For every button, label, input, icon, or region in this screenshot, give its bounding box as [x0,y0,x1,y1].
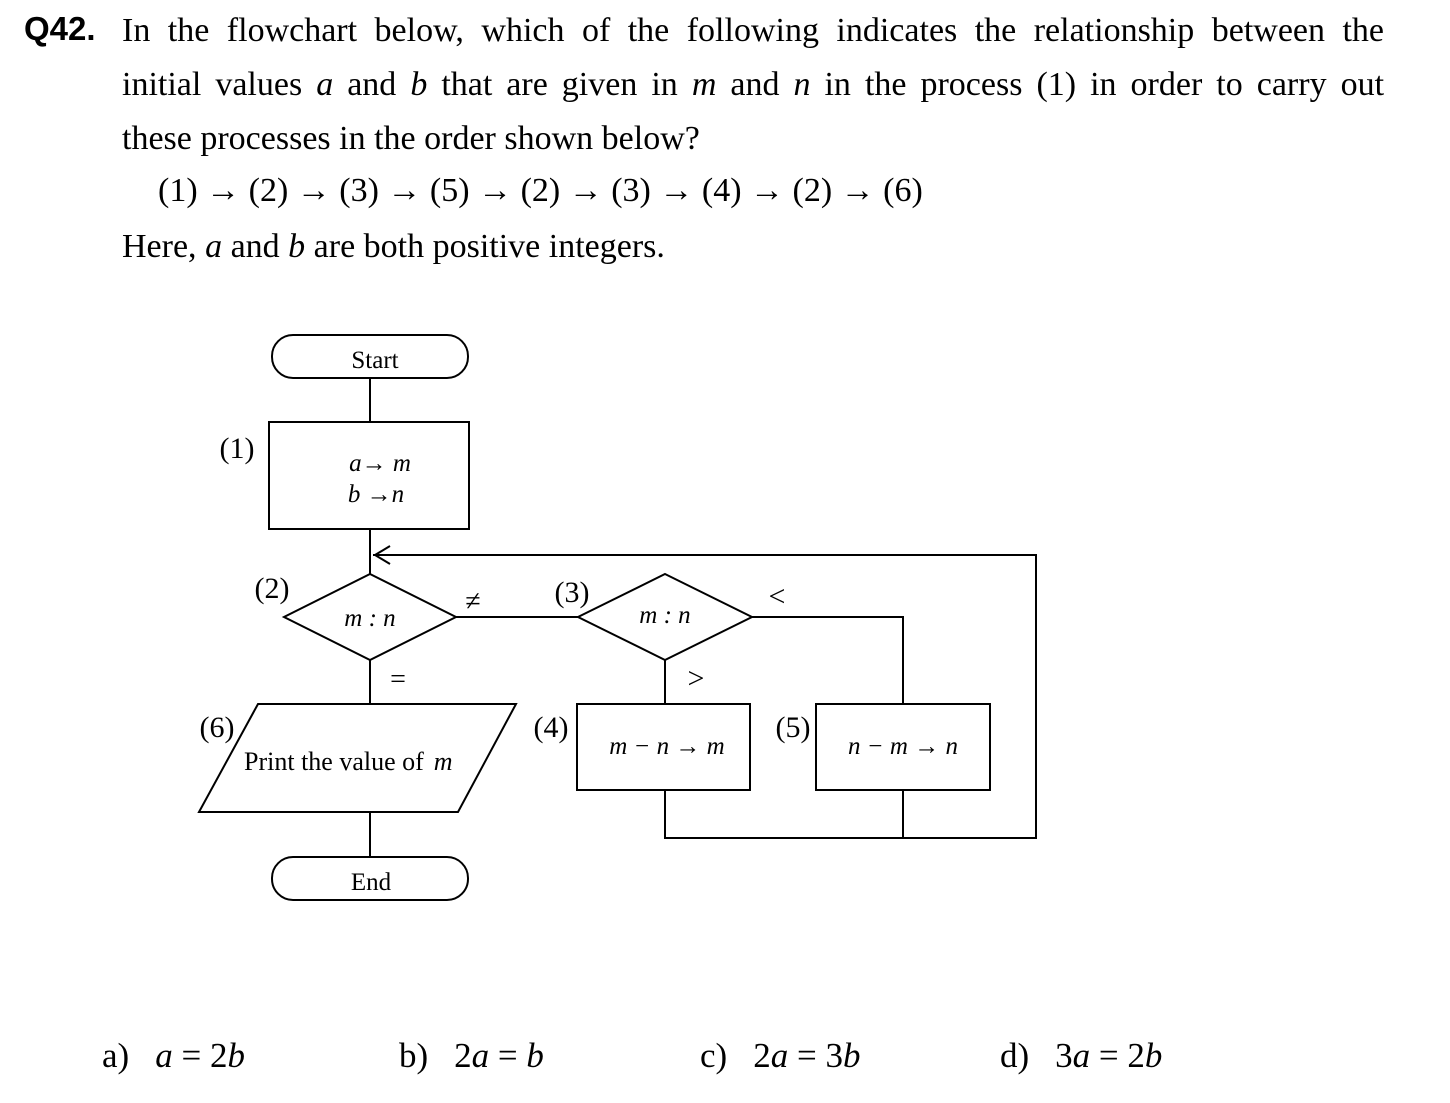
end-terminal [271,856,469,901]
gt-label: > [688,662,705,695]
question-line-2: initial values a and b that are given in… [122,66,1385,103]
step-6-label: (6) [200,711,235,744]
option-b[interactable]: b)2a = b [399,1036,544,1075]
step-5-label: (5) [776,711,811,744]
process-4-text: m − n → m [609,733,724,760]
process-1-line2: b →n [348,481,404,508]
question-note: Here, a and b are both positive integers… [122,228,665,265]
lt-label: < [769,580,786,613]
step-3-label: (3) [555,576,590,609]
output-6-phrase: Print the value of [244,747,424,776]
option-d[interactable]: d)3a = 2b [1000,1036,1163,1075]
process-5-text: n − m → n [848,733,958,760]
step-4-label: (4) [534,711,569,744]
output-6-text: Print the value of m [244,747,453,776]
step-1-label: (1) [220,432,255,465]
end-text: End [351,869,392,896]
loop-arrowhead [373,545,391,565]
question-line-1: In the flowchart below, which of the fol… [122,12,1384,49]
option-c[interactable]: c)2a = 3b [700,1036,861,1075]
connector-3-to-5 [752,616,904,704]
question-line-3: these processes in the order shown below… [122,120,700,157]
process-sequence: (1) → (2) → (3) → (5) → (2) → (3) → (4) … [158,172,923,209]
process-4-box [576,703,751,791]
step-2-label: (2) [255,572,290,605]
decision-3-text: m : n [639,602,690,629]
start-text: Start [351,347,398,374]
output-6-parallelogram [197,703,518,813]
output-6-var: m [434,747,453,776]
neq-label: ≠ [465,586,480,617]
option-a[interactable]: a)a = 2b [102,1036,245,1075]
eq-label: = [390,664,406,695]
process-1-line1: a→ m [349,450,411,477]
decision-2-text: m : n [344,605,395,632]
question-number: Q42. [24,10,96,47]
loop-back-line [373,554,1037,839]
